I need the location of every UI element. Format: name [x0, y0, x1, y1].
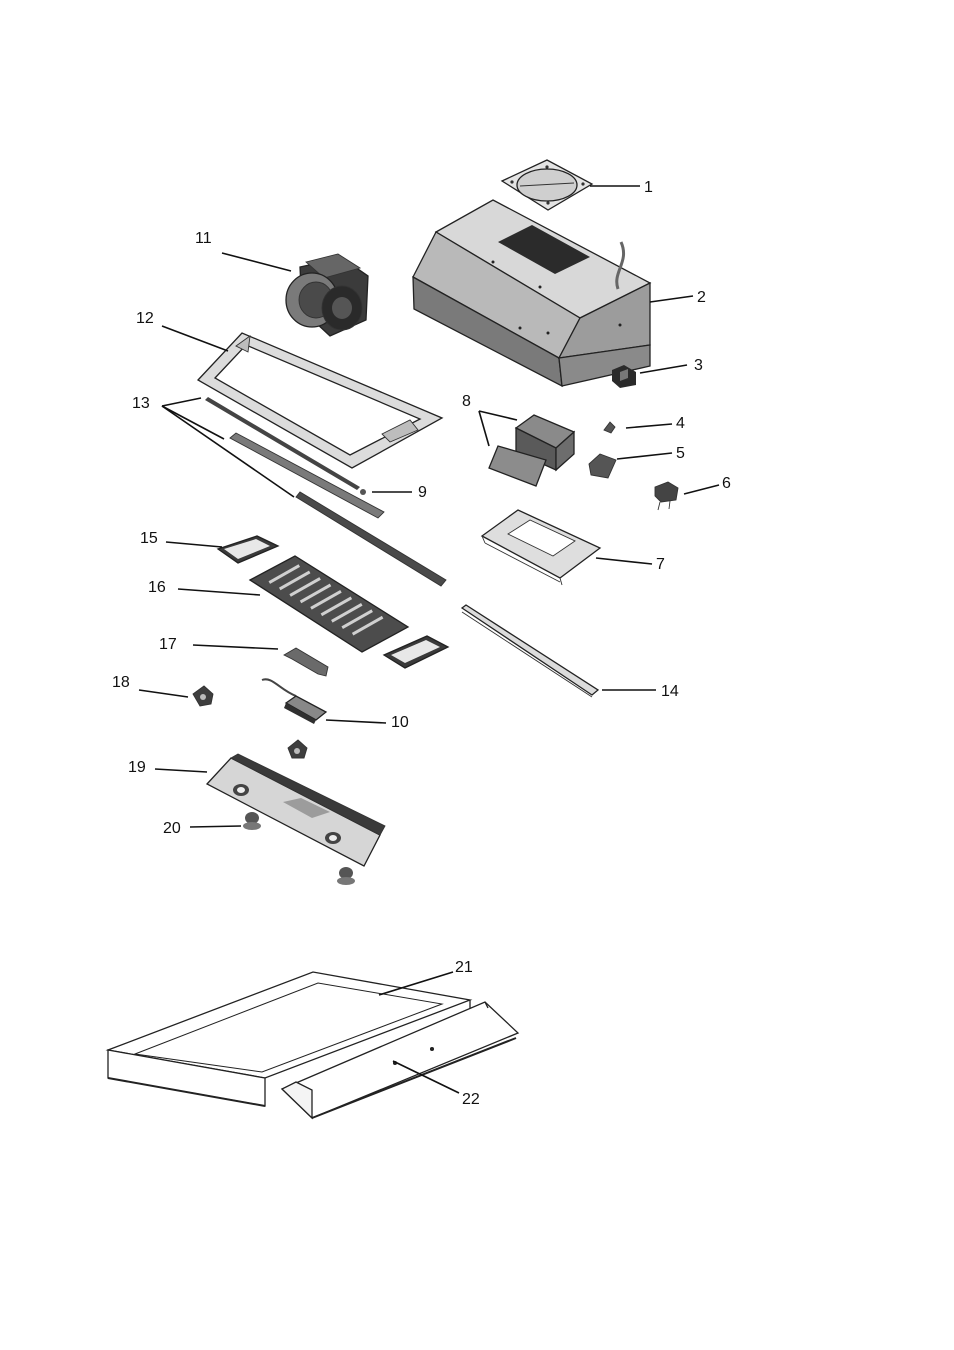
- part-17-handle: [284, 648, 328, 676]
- callout-9: 9: [418, 484, 427, 501]
- callout-15: 15: [140, 530, 158, 547]
- part-5-cover-plate: [589, 454, 616, 478]
- part-4-clip: [604, 422, 615, 433]
- part-20-lamp-second: [337, 867, 355, 885]
- part-16-mesh-filter: [250, 556, 408, 652]
- callout-7: 7: [656, 556, 665, 573]
- part-18-light-socket-second: [288, 740, 307, 758]
- callout-4: 4: [676, 415, 685, 432]
- callout-17: 17: [159, 636, 177, 653]
- callout-11: 11: [195, 230, 212, 247]
- callout-18: 18: [112, 674, 130, 691]
- part-14-trim-strip: [462, 605, 598, 697]
- callout-6: 6: [722, 475, 731, 492]
- part-19-bottom-panel: [207, 754, 385, 866]
- part-9-screw: [360, 489, 366, 495]
- callout-5: 5: [676, 445, 685, 462]
- callout-16: 16: [148, 579, 166, 596]
- part-6-capacitor: [655, 482, 678, 510]
- callout-3: 3: [694, 357, 703, 374]
- part-15-grease-filter-right: [384, 636, 448, 668]
- callout-10: 10: [391, 714, 409, 731]
- part-11-blower-motor: [286, 254, 368, 336]
- part-10-transformer: [262, 679, 326, 724]
- callout-2: 2: [697, 289, 706, 306]
- part-12-frame: [198, 333, 442, 468]
- part-2-hood-body: [413, 200, 650, 386]
- callout-20: 20: [163, 820, 181, 837]
- callout-14: 14: [661, 683, 679, 700]
- callout-1: 1: [644, 179, 653, 196]
- part-7-mounting-plate: [482, 510, 600, 585]
- callout-12: 12: [136, 310, 154, 327]
- part-15-grease-filter: [218, 536, 278, 563]
- part-20-lamp: [243, 812, 261, 830]
- callout-21: 21: [455, 959, 473, 976]
- callout-8: 8: [462, 393, 471, 410]
- part-8-control-box: [489, 415, 574, 486]
- callout-22: 22: [462, 1091, 480, 1108]
- callout-19: 19: [128, 759, 146, 776]
- part-1-duct-flange: [502, 160, 592, 210]
- callout-13: 13: [132, 395, 150, 412]
- part-18-light-socket: [193, 686, 213, 706]
